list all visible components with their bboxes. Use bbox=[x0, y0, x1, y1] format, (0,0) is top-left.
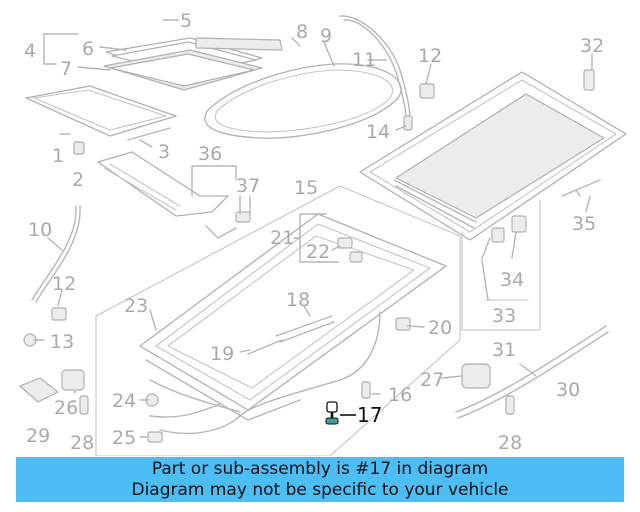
bolt-32 bbox=[583, 69, 595, 91]
bolt-17-highlighted bbox=[325, 401, 339, 425]
callout-29: 29 bbox=[26, 425, 50, 447]
glass-lower-inner bbox=[33, 89, 167, 131]
callout-27: 27 bbox=[420, 369, 444, 391]
callout-11: 11 bbox=[352, 49, 376, 71]
callout-26: 26 bbox=[54, 397, 78, 419]
drain-hose-11 bbox=[339, 15, 411, 121]
seal-9-inner bbox=[214, 69, 394, 133]
callout-16: 16 bbox=[388, 384, 412, 406]
callout-4: 4 bbox=[24, 40, 36, 62]
callout-35: 35 bbox=[572, 213, 596, 235]
callout-20: 20 bbox=[428, 317, 452, 339]
callout-3: 3 bbox=[158, 141, 170, 163]
callout-10: 10 bbox=[28, 219, 52, 241]
callout-28-left: 28 bbox=[70, 432, 94, 454]
banner-line-1: Part or sub-assembly is #17 in diagram bbox=[151, 459, 489, 479]
parts-diagram: 5 4 6 7 8 9 11 12 14 32 1 2 3 36 37 15 3… bbox=[19, 10, 627, 456]
clip-12-left bbox=[51, 307, 67, 321]
callout-33: 33 bbox=[492, 305, 516, 327]
callout-34: 34 bbox=[500, 269, 524, 291]
deflector-8 bbox=[195, 37, 283, 51]
info-banner: Part or sub-assembly is #17 in diagram D… bbox=[16, 457, 624, 502]
callout-21: 21 bbox=[270, 227, 294, 249]
callout-31: 31 bbox=[492, 339, 516, 361]
clip-2 bbox=[73, 141, 85, 155]
line-art bbox=[19, 15, 627, 456]
callout-32: 32 bbox=[580, 35, 604, 57]
callout-13: 13 bbox=[50, 331, 74, 353]
bracket-34b bbox=[511, 215, 527, 233]
callout-37: 37 bbox=[236, 175, 260, 197]
strip-3 bbox=[127, 127, 171, 141]
callout-1: 1 bbox=[52, 145, 64, 167]
motor-27 bbox=[461, 363, 491, 389]
callout-36: 36 bbox=[198, 143, 222, 165]
callout-7: 7 bbox=[60, 58, 72, 80]
bracket-34a bbox=[491, 227, 505, 243]
bolt-16 bbox=[361, 381, 371, 399]
rail-frame bbox=[461, 199, 541, 331]
callout-23: 23 bbox=[124, 295, 148, 317]
callout-12-left: 12 bbox=[52, 273, 76, 295]
seal-9 bbox=[204, 63, 402, 139]
callout-30: 30 bbox=[556, 379, 580, 401]
callout-9: 9 bbox=[320, 25, 332, 47]
bracket-37 bbox=[235, 211, 251, 223]
clip-12-top bbox=[419, 83, 435, 99]
glass-lower bbox=[25, 85, 177, 137]
bolt-28-left bbox=[79, 395, 89, 415]
part-35 bbox=[561, 179, 601, 197]
callout-6: 6 bbox=[82, 38, 94, 60]
banner-line-2: Diagram may not be specific to your vehi… bbox=[131, 480, 509, 500]
frame-assembly bbox=[139, 213, 447, 443]
nozzle-14 bbox=[403, 115, 413, 131]
callout-28-right: 28 bbox=[498, 432, 522, 454]
sunshade-panel bbox=[395, 93, 605, 219]
leader-lines bbox=[33, 19, 593, 438]
callout-12-top: 12 bbox=[418, 45, 442, 67]
callout-labels: 5 4 6 7 8 9 11 12 14 32 1 2 3 36 37 15 3… bbox=[24, 10, 604, 454]
callout-14: 14 bbox=[366, 121, 390, 143]
drain-tube-30 bbox=[455, 325, 607, 413]
callout-18: 18 bbox=[286, 289, 310, 311]
bolt-28-right bbox=[505, 395, 515, 415]
motor-26 bbox=[61, 369, 85, 391]
callout-2: 2 bbox=[72, 169, 84, 191]
callout-8: 8 bbox=[296, 21, 308, 43]
callout-5: 5 bbox=[180, 10, 192, 32]
callout-19: 19 bbox=[210, 343, 234, 365]
main-frame-box bbox=[95, 185, 461, 456]
drain-tube-10 bbox=[31, 205, 77, 301]
callout-22: 22 bbox=[306, 241, 330, 263]
callout-25: 25 bbox=[112, 427, 136, 449]
callout-15: 15 bbox=[294, 177, 318, 199]
module-29 bbox=[19, 377, 59, 403]
deflector-36 bbox=[97, 151, 229, 217]
callout-17-highlighted: 17 bbox=[357, 403, 382, 427]
callout-24: 24 bbox=[112, 390, 136, 412]
